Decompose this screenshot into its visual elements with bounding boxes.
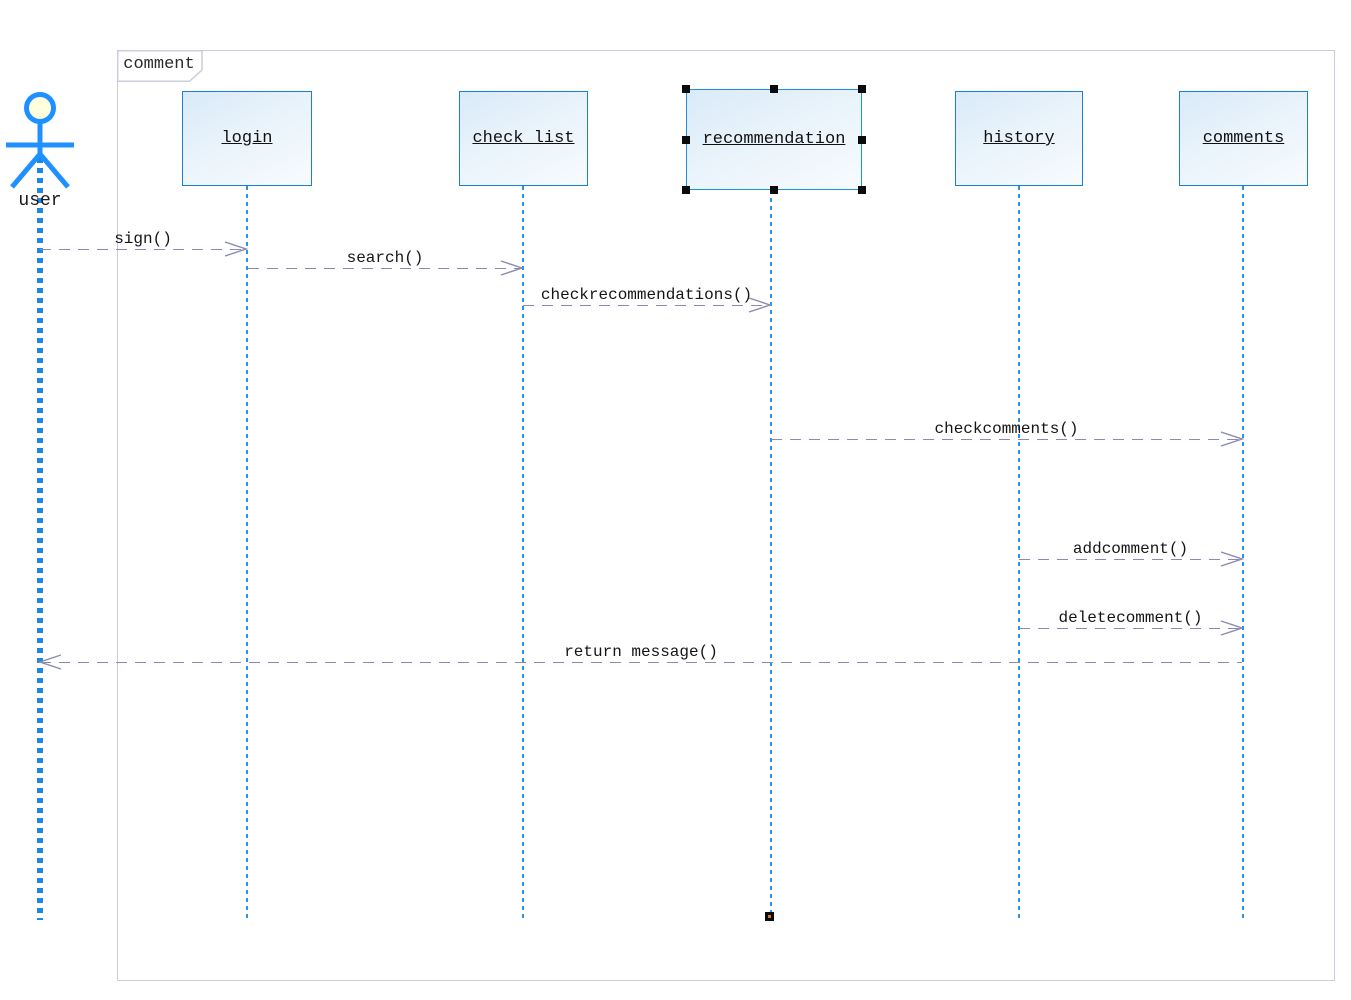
resize-handle-middle-right[interactable] — [858, 135, 866, 144]
arrowhead-right-icon — [1220, 551, 1244, 567]
lifeline-login[interactable] — [246, 186, 248, 920]
message-line — [523, 304, 770, 306]
message-line — [40, 661, 1242, 663]
lifeline-end-handle[interactable] — [765, 912, 774, 921]
object-box-recommendation[interactable]: recommendation — [686, 89, 862, 190]
resize-handle-bottom-right[interactable] — [858, 186, 866, 194]
object-box-history[interactable]: history — [955, 91, 1083, 186]
message-line — [248, 267, 522, 269]
frame-tab-shape[interactable] — [117, 50, 203, 82]
object-label: recommendation — [702, 130, 846, 149]
arrowhead-right-icon — [500, 260, 524, 276]
message-line — [1019, 627, 1242, 629]
message-line — [40, 248, 246, 250]
object-label: login — [221, 129, 273, 148]
arrowhead-right-icon — [1220, 431, 1244, 447]
message-label: deletecomment() — [1058, 609, 1203, 627]
message-deletecomment[interactable]: deletecomment() — [1019, 609, 1244, 637]
lifeline-recommendation[interactable] — [770, 190, 772, 917]
arrowhead-right-icon — [748, 297, 772, 313]
selection-handles — [682, 85, 866, 194]
message-line — [771, 438, 1242, 440]
resize-handle-bottom-middle[interactable] — [770, 186, 778, 194]
frame-label: comment — [123, 55, 195, 74]
actor-label: user — [18, 191, 62, 211]
message-search[interactable]: search() — [248, 249, 524, 277]
message-label: search() — [346, 249, 424, 267]
message-sign[interactable]: sign() — [40, 230, 248, 258]
lifeline-history[interactable] — [1018, 186, 1020, 920]
lifeline-user[interactable] — [37, 158, 43, 920]
resize-handle-top-left[interactable] — [682, 85, 690, 93]
arrowhead-right-icon — [224, 241, 248, 257]
lifeline-check-list[interactable] — [522, 186, 524, 920]
message-label: checkcomments() — [934, 420, 1079, 438]
object-box-check-list[interactable]: check list — [459, 91, 588, 186]
message-label: addcomment() — [1072, 540, 1189, 558]
actor-user-icon[interactable] — [2, 87, 82, 192]
object-label: comments — [1202, 129, 1285, 148]
arrowhead-left-icon — [38, 654, 62, 670]
object-label: check list — [472, 129, 575, 148]
resize-handle-top-right[interactable] — [858, 85, 866, 93]
lifeline-comments[interactable] — [1242, 186, 1244, 920]
message-checkcomments[interactable]: checkcomments() — [771, 420, 1244, 448]
object-box-login[interactable]: login — [182, 91, 312, 186]
message-line — [1019, 558, 1242, 560]
message-label: sign() — [114, 230, 172, 248]
object-box-comments[interactable]: comments — [1179, 91, 1308, 186]
resize-handle-bottom-left[interactable] — [682, 186, 690, 194]
resize-handle-middle-left[interactable] — [682, 135, 690, 144]
message-return-message[interactable]: return message() — [38, 643, 1242, 671]
arrowhead-right-icon — [1220, 620, 1244, 636]
message-label: checkrecommendations() — [540, 286, 753, 304]
message-label: return message() — [564, 643, 718, 661]
uml-frame[interactable] — [117, 50, 1335, 981]
resize-handle-top-middle[interactable] — [770, 85, 778, 93]
object-label: history — [983, 129, 1055, 148]
message-addcomment[interactable]: addcomment() — [1019, 540, 1244, 568]
message-checkrecommendations[interactable]: checkrecommendations() — [523, 286, 772, 314]
